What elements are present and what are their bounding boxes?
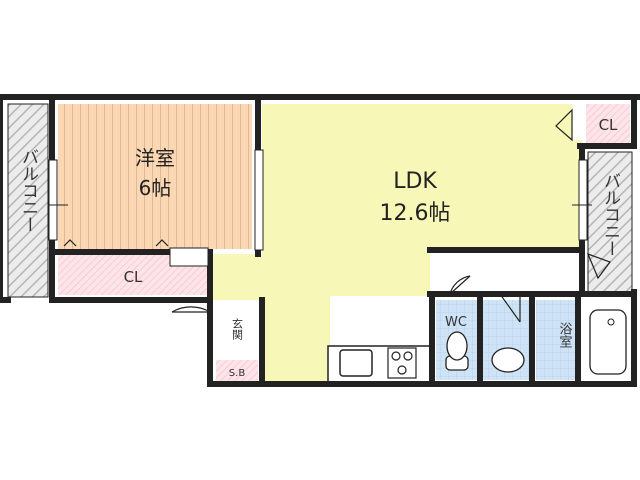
windows <box>48 149 588 267</box>
bath-room <box>536 300 576 380</box>
balcony-left <box>7 103 49 298</box>
balcony-left-label: バルコニー <box>18 148 38 233</box>
shoe-box-label: S.B <box>229 368 246 379</box>
door-swings <box>63 108 611 350</box>
ldk-room-size: 12.6帖 <box>380 201 451 226</box>
western-room-size: 6帖 <box>139 176 172 200</box>
balcony-right-label: バルコニー <box>600 172 620 257</box>
stove-icon <box>387 347 417 379</box>
ldk-room-name: LDK <box>393 169 437 194</box>
western-room <box>58 104 252 249</box>
closet-west-label: CL <box>124 268 143 286</box>
toilet-label: WC <box>445 315 467 330</box>
entrance <box>216 300 258 360</box>
shoe-box <box>216 360 258 382</box>
bath-label: 浴室 <box>557 322 573 348</box>
bathtub-icon <box>589 309 627 375</box>
closet-east <box>586 104 630 144</box>
balcony-right <box>587 151 633 293</box>
western-room-name: 洋室 <box>135 146 175 170</box>
washbasin-icon <box>491 347 525 373</box>
closet-east-label: CL <box>599 116 618 134</box>
entrance-label: 玄関 <box>231 317 244 340</box>
toilet-icon <box>445 331 469 371</box>
sink-icon <box>339 349 373 377</box>
ldk-room <box>210 104 582 382</box>
